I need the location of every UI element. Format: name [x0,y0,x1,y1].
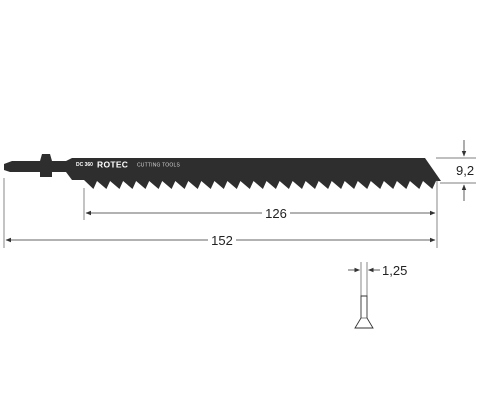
overall-length-label: 152 [211,233,233,248]
blade-height-label: 9,2 [456,163,474,178]
cutting-length-dimension: 126 [85,206,436,221]
brand-logo: ROTEC [97,160,128,170]
blade-height-dimension: 9,2 [436,140,476,201]
overall-length-dimension: 152 [5,233,436,248]
blade-code: DC 360 [76,162,93,168]
cutting-length-label: 126 [265,206,287,221]
jigsaw-blade [4,154,441,189]
brand-tagline: CUTTING TOOLS [137,163,180,169]
blade-thickness-dimension: 1,25 [348,262,407,296]
blade-cross-section [354,295,374,329]
blade-thickness-label: 1,25 [382,263,407,278]
